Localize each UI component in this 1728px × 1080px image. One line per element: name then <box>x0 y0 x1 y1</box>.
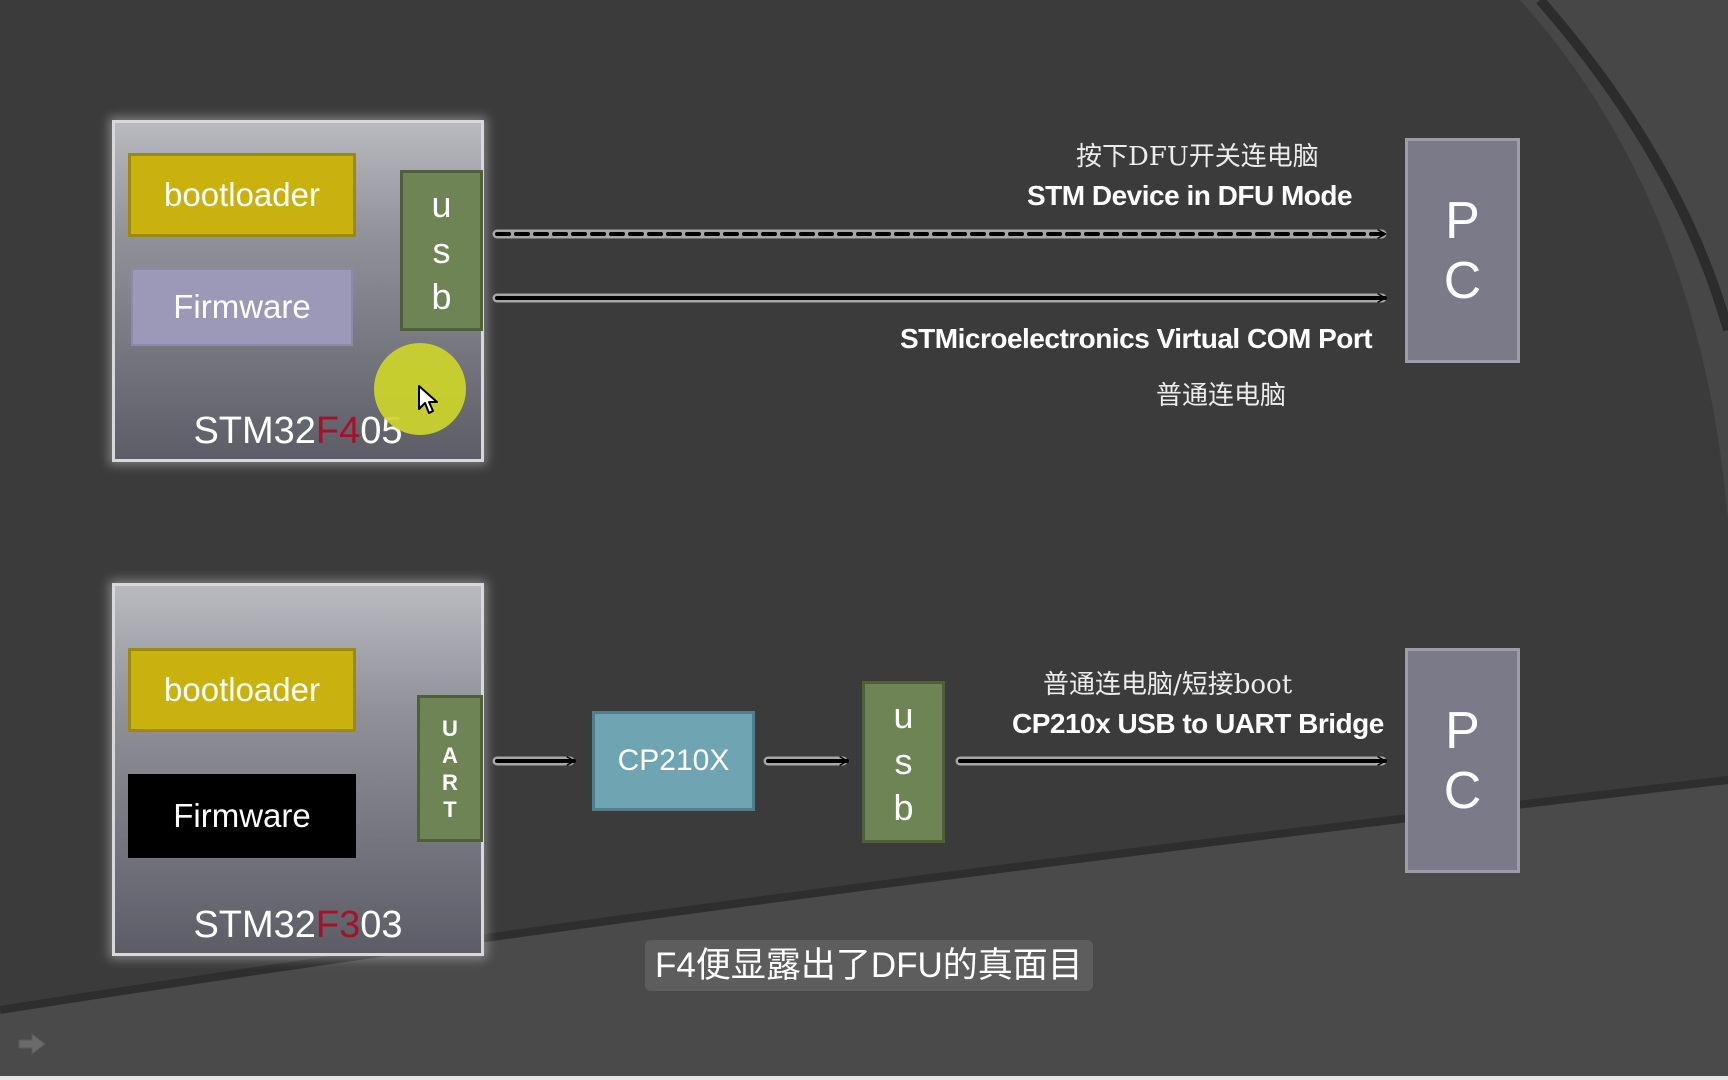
next-slide-arrow-icon[interactable] <box>18 1033 46 1055</box>
chip-label-f405: STM32F405 <box>193 410 403 452</box>
bridge-caption-en: CP210x USB to UART Bridge <box>1012 708 1384 739</box>
video-subtitle: F4便显露出了DFU的真面目 <box>645 940 1093 991</box>
firmware-block-top: Firmware <box>131 268 353 346</box>
cp210x-bridge-box: CP210X <box>592 711 755 811</box>
bootloader-block-top: bootloader <box>128 153 356 237</box>
uart-port-bottom: U A R T <box>417 695 483 842</box>
mouse-pointer-icon <box>418 385 438 414</box>
bootloader-block-bottom: bootloader <box>128 648 356 732</box>
pc-box-bottom: P C <box>1405 648 1520 873</box>
pc-box-top: P C <box>1405 138 1520 363</box>
vcp-caption-en: STMicroelectronics Virtual COM Port <box>900 323 1373 354</box>
chip-label-f303: STM32F303 <box>193 904 403 946</box>
dfu-caption-en: STM Device in DFU Mode <box>1027 180 1353 211</box>
bridge-caption-cn: 普通连电脑/短接boot <box>1043 670 1293 700</box>
usb-port-bottom: u s b <box>862 681 945 843</box>
vcp-caption-cn: 普通连电脑 <box>1156 381 1287 411</box>
firmware-block-bottom: Firmware <box>128 774 356 858</box>
dfu-caption-cn: 按下DFU开关连电脑 <box>1076 142 1319 172</box>
usb-port-top: u s b <box>400 170 483 331</box>
